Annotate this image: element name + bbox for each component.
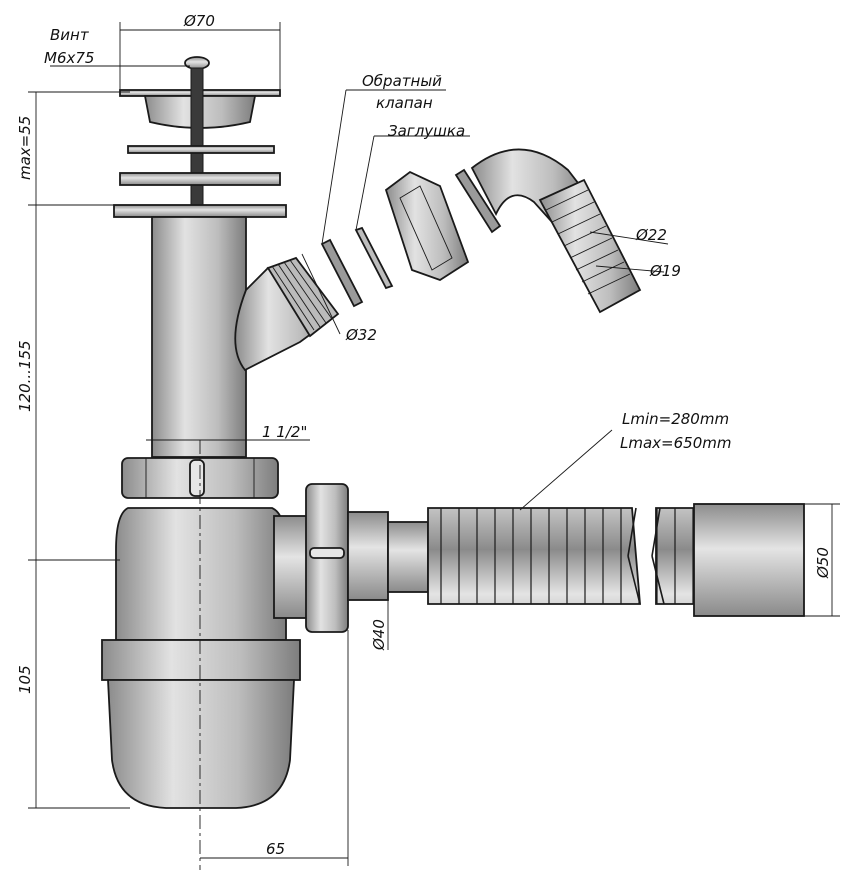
trap-ring: [101, 639, 301, 681]
gasket-1: [127, 145, 275, 154]
h120-155-label: 120...155: [16, 340, 34, 412]
d50-label: Ø50: [814, 547, 832, 579]
washing-machine-hose: [454, 148, 642, 314]
bottle-trap-body: [101, 507, 315, 809]
max55-label: max=55: [16, 116, 34, 180]
screw-size-label: M6x75: [44, 49, 94, 67]
dimension-lines: [28, 22, 840, 870]
outlet-nut: [305, 483, 389, 633]
vertical-tube: [151, 216, 340, 458]
plug-label: Заглушка: [388, 122, 465, 140]
screw-head: [184, 56, 210, 70]
check-valve-part: [320, 238, 364, 308]
gasket-2: [119, 172, 281, 186]
screw-title-label: Винт: [50, 26, 90, 44]
d19-label: Ø19: [649, 262, 681, 280]
d32-label: Ø32: [345, 326, 377, 344]
check-valve-label-line2: клапан: [376, 94, 433, 112]
d22-label: Ø22: [635, 226, 667, 244]
strainer-assembly: [113, 56, 287, 218]
inlet-thread: [266, 256, 340, 338]
check-valve-label-line1: Обратный: [362, 72, 442, 90]
plug-part: [354, 226, 394, 290]
h105-label: 105: [16, 665, 34, 694]
screw-shaft: [190, 67, 204, 209]
lmax-label: Lmax=650mm: [620, 434, 731, 452]
flange: [113, 204, 287, 218]
trap-bottom-cup: [107, 679, 295, 809]
lmin-label: Lmin=280mm: [622, 410, 729, 428]
d40-label: Ø40: [370, 619, 388, 651]
w65-label: 65: [266, 840, 285, 858]
thread-label: 1 1/2": [262, 423, 307, 441]
d70-label: Ø70: [183, 12, 215, 30]
nut-part: [384, 170, 470, 281]
corrugated-pipe: [387, 503, 805, 617]
outlet-coupling: [693, 503, 805, 617]
